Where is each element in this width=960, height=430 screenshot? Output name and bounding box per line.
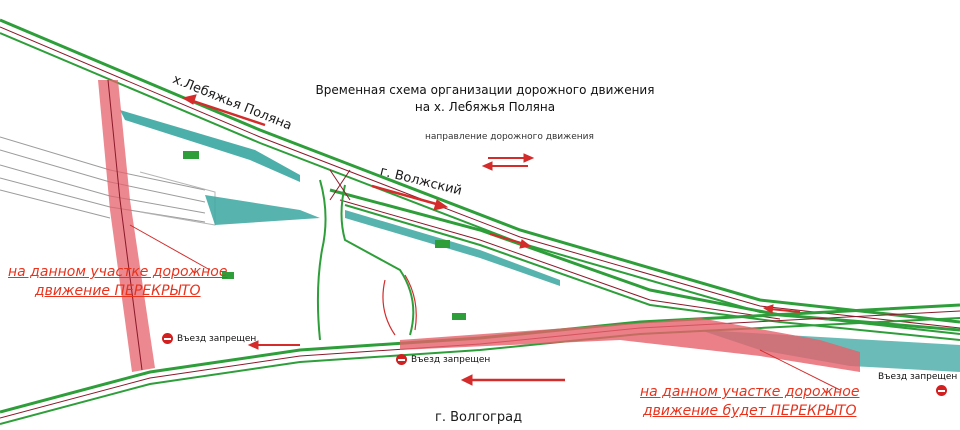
closure-note-left-line1: на данном участке дорожное: [8, 264, 228, 280]
no-entry-icon: [162, 333, 173, 344]
closed-road-axis: [107, 79, 143, 371]
no-entry-label: Въезд запрещен: [411, 354, 491, 365]
no-entry-icon: [396, 354, 407, 365]
road-signs-small: [183, 151, 466, 320]
no-entry-sign-2: Въезд запрещен: [396, 354, 490, 365]
no-entry-label: Въезд запрещен: [878, 372, 958, 382]
direction-arrows: [181, 94, 801, 386]
closure-note-right-line2: движение будет ПЕРЕКРЫТО: [643, 403, 857, 419]
map-title-line2: на х. Лебяжья Поляна: [414, 100, 556, 114]
closure-note-right-line1: на данном участке дорожное: [640, 384, 860, 400]
no-entry-sign-3: Въезд запрещен: [878, 372, 957, 382]
map-title: Временная схема организации дорожного дв…: [0, 82, 960, 116]
map-title-line1: Временная схема организации дорожного дв…: [315, 83, 655, 97]
no-entry-label: Въезд запрещен: [177, 333, 257, 344]
closure-callout-lines: [129, 224, 841, 391]
no-entry-sign-3-icon: [936, 385, 947, 396]
closure-note-left-line2: движение ПЕРЕКРЫТО: [34, 283, 201, 299]
closure-note-left: на данном участке дорожное движение ПЕРЕ…: [8, 263, 227, 301]
interchange-loops: [316, 169, 417, 341]
place-volgograd: г. Волгоград: [435, 410, 523, 425]
no-entry-sign-1: Въезд запрещен: [162, 333, 256, 344]
no-entry-icon: [936, 385, 947, 396]
closed-zones: [98, 80, 860, 372]
closure-note-right: на данном участке дорожное движение буде…: [640, 383, 859, 421]
direction-note: направление дорожного движения: [425, 132, 594, 142]
highway-volzhsky-branch: [329, 188, 960, 341]
